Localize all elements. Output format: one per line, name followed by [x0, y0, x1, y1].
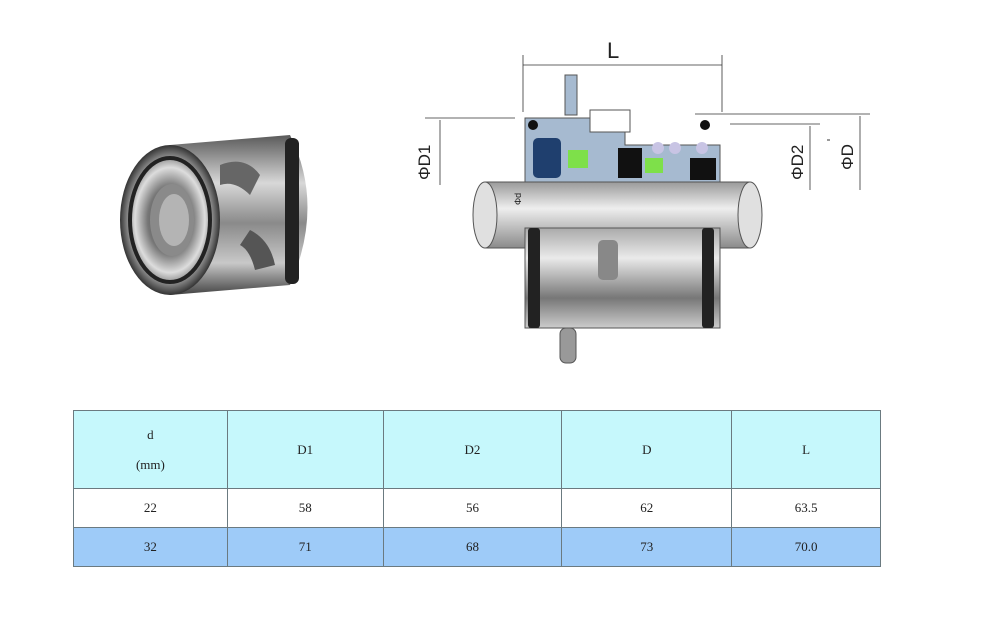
table-cell: 71	[226, 527, 384, 567]
header-cell-d2: D2	[382, 410, 563, 489]
header-cell-d1: D1	[226, 410, 384, 489]
table-cell: 32	[73, 527, 228, 567]
table-row: 22 58 56 62 63.5	[73, 488, 881, 528]
product-photo-mechanical-seal	[120, 135, 308, 295]
length-label: L	[607, 38, 619, 63]
d-label: ΦD	[838, 144, 857, 170]
header-unit: (mm)	[135, 456, 165, 472]
table-cell: 70.0	[731, 527, 881, 567]
table-cell: 56	[382, 488, 563, 528]
header-cell-d: d (mm)	[73, 410, 228, 489]
table-cell: 62	[561, 488, 733, 528]
header-cell-d: D	[561, 410, 733, 489]
d1-label: ΦD1	[415, 145, 434, 180]
table-header-row: d (mm) D1 D2 D L	[73, 410, 881, 489]
shaft-diameter-label: Φd	[513, 193, 523, 205]
d2-label: ΦD2	[788, 145, 807, 180]
header-cell-l: L	[731, 410, 881, 489]
dimension-lines	[425, 55, 870, 190]
dimension-table: d (mm) D1 D2 D L 22 58 56 62 63.5 32 71 …	[73, 410, 881, 567]
table-cell: 22	[73, 488, 228, 528]
table-row: 32 71 68 73 70.0	[73, 527, 881, 567]
table-cell: 68	[382, 527, 563, 567]
table-cell: 58	[226, 488, 384, 528]
table-cell: 73	[561, 527, 733, 567]
table-cell: 63.5	[731, 488, 881, 528]
seal-cross-section-diagram: L ΦD1 ΦD2 ΦD Φd	[415, 38, 870, 364]
header-label: d	[147, 426, 154, 442]
